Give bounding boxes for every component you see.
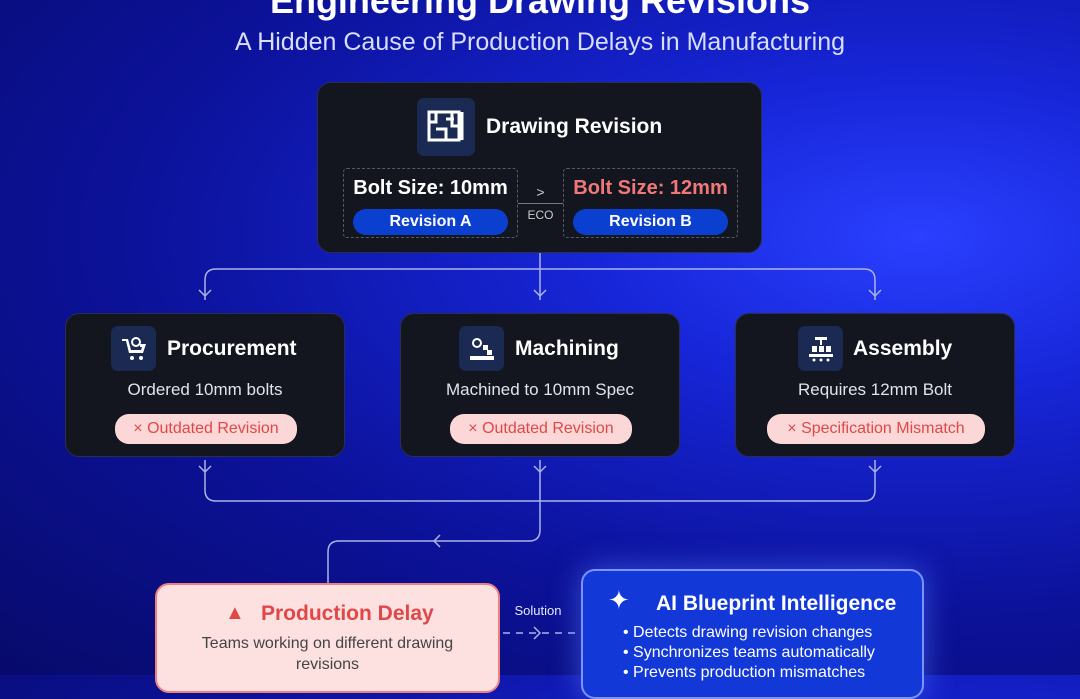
ai-title: AI Blueprint Intelligence xyxy=(656,592,897,615)
warning-icon: ▲ xyxy=(225,602,245,624)
ai-blueprint-card: ✦ AI Blueprint Intelligence • Detects dr… xyxy=(581,569,924,699)
machine-icon xyxy=(459,326,504,371)
production-delay-card: ▲ Production Delay Teams working on diff… xyxy=(155,583,500,693)
delay-title: Production Delay xyxy=(261,602,434,625)
connector-lines xyxy=(198,253,882,640)
team-card-procurement: Procurement Ordered 10mm bolts × Outdate… xyxy=(65,313,345,457)
revision-a: Bolt Size: 10mm Revision A xyxy=(343,168,518,238)
ai-feature-list: • Detects drawing revision changes • Syn… xyxy=(623,623,875,683)
bolt-size-new: Bolt Size: 12mm xyxy=(573,177,728,199)
revision-b-badge: Revision B xyxy=(573,209,728,235)
status-badge: × Outdated Revision xyxy=(450,414,632,444)
revision-a-badge: Revision A xyxy=(353,209,508,235)
team-desc: Ordered 10mm bolts xyxy=(127,380,283,399)
page-subtitle: A Hidden Cause of Production Delays in M… xyxy=(234,28,846,56)
solution-label: Solution xyxy=(514,603,562,618)
revision-title: Drawing Revision xyxy=(486,115,663,138)
status-badge: × Specification Mismatch xyxy=(767,414,985,444)
team-desc: Requires 12mm Bolt xyxy=(797,380,952,399)
blueprint-icon xyxy=(417,98,475,156)
cart-gear-icon xyxy=(111,326,156,371)
conveyor-icon xyxy=(798,326,843,371)
team-title: Machining xyxy=(515,337,619,360)
ai-feature: • Detects drawing revision changes xyxy=(623,624,873,641)
eco-arrow-icon: > xyxy=(536,184,545,200)
ai-feature: • Synchronizes teams automatically xyxy=(623,644,875,661)
team-title: Assembly xyxy=(853,337,953,360)
team-card-assembly: Assembly Requires 12mm Bolt × Specificat… xyxy=(735,313,1015,457)
ai-feature: • Prevents production mismatches xyxy=(623,664,866,681)
status-badge: × Outdated Revision xyxy=(115,414,297,444)
drawing-revision-card: Drawing Revision Bolt Size: 10mm Revisio… xyxy=(317,82,762,253)
team-desc: Machined to 10mm Spec xyxy=(445,380,635,399)
team-card-machining: Machining Machined to 10mm Spec × Outdat… xyxy=(400,313,680,457)
page-title: Engineering Drawing Revisions xyxy=(269,0,811,21)
team-title: Procurement xyxy=(167,337,297,360)
eco-label: ECO xyxy=(527,208,554,222)
sparkle-icon: ✦ xyxy=(608,585,630,615)
eco-line xyxy=(518,203,563,204)
revision-b: Bolt Size: 12mm Revision B xyxy=(563,168,738,238)
delay-desc: Teams working on different drawing revis… xyxy=(201,635,454,673)
bolt-size-old: Bolt Size: 10mm xyxy=(353,177,508,199)
